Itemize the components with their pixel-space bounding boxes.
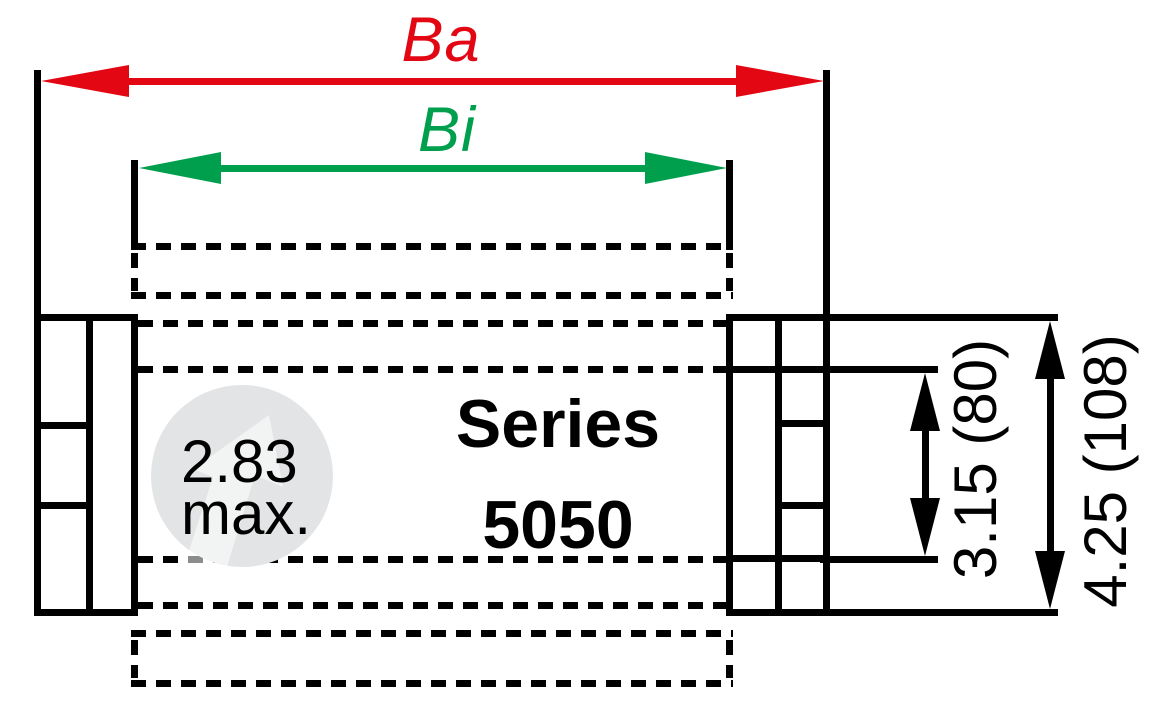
outer-width-dimension-label: Ba: [401, 5, 481, 75]
arrow-left-icon: [139, 152, 221, 184]
left-sideband-vertical-divider: [86, 321, 93, 609]
left-sideband-cell-divider-1: [41, 422, 93, 429]
arrow-shaft: [209, 164, 657, 172]
outer-width-arrow: [41, 65, 824, 97]
dashed-link-top-band-right: [726, 253, 733, 291]
arrow-down-icon: [1035, 551, 1065, 609]
right-sideband: [726, 314, 830, 616]
dashed-link-bottom-band-left: [131, 640, 138, 678]
ba-extension-line-right: [823, 70, 830, 321]
right-sideband-cell-divider-1: [775, 420, 823, 427]
pitch-note-qualifier: max.: [181, 480, 312, 547]
inner-width-dimension-label: Bi: [417, 95, 477, 165]
outer-height-extension-top: [820, 314, 1058, 321]
dashed-crossbar-line-4: [138, 602, 726, 609]
dashed-link-top-band-upper: [131, 243, 733, 250]
watermark-arrow-icon: [185, 415, 283, 567]
dashed-link-top-band-lower: [131, 292, 733, 299]
bi-extension-line-left: [131, 160, 138, 250]
arrow-down-icon: [910, 498, 940, 556]
dashed-link-bottom-band-right: [726, 640, 733, 678]
pitch-note-value: 2.83: [181, 428, 298, 495]
arrow-shaft: [921, 423, 929, 506]
inner-height-dimension-label: 3.15 (80): [942, 338, 1009, 580]
series-number: 5050: [482, 487, 634, 563]
dashed-crossbar-line-3: [138, 556, 726, 563]
series-title: Series: [455, 386, 661, 462]
left-sideband-cell-divider-2: [41, 502, 93, 509]
left-sideband: [34, 314, 138, 616]
bi-extension-line-right: [726, 160, 733, 250]
arrow-right-icon: [645, 152, 727, 184]
outer-height-extension-bottom: [820, 609, 1058, 616]
inner-height-arrow: [910, 373, 940, 556]
dashed-link-bottom-band-upper: [131, 630, 733, 637]
arrow-up-icon: [1035, 321, 1065, 379]
dashed-crossbar-line-1: [138, 320, 726, 327]
ba-extension-line-left: [34, 70, 41, 321]
pitch-note-bubble: [151, 385, 333, 567]
right-sideband-cell-divider-2: [775, 502, 823, 509]
dashed-link-bottom-band-lower: [131, 680, 733, 687]
inner-width-arrow: [139, 152, 727, 184]
outer-height-arrow: [1035, 321, 1065, 609]
inner-height-extension-top: [820, 366, 938, 373]
dashed-link-top-band-left: [131, 253, 138, 291]
right-sideband-vertical-divider: [775, 321, 782, 609]
dashed-crossbar-line-2: [138, 366, 726, 373]
arrow-up-icon: [910, 373, 940, 431]
arrow-shaft: [1046, 371, 1054, 559]
arrow-shaft: [111, 77, 754, 85]
arrow-right-icon: [736, 65, 824, 97]
right-sideband-full-divider-top: [733, 366, 823, 373]
right-sideband-full-divider-bottom: [733, 555, 823, 562]
inner-height-extension-bottom: [820, 556, 938, 563]
outer-height-dimension-label: 4.25 (108): [1072, 334, 1139, 608]
